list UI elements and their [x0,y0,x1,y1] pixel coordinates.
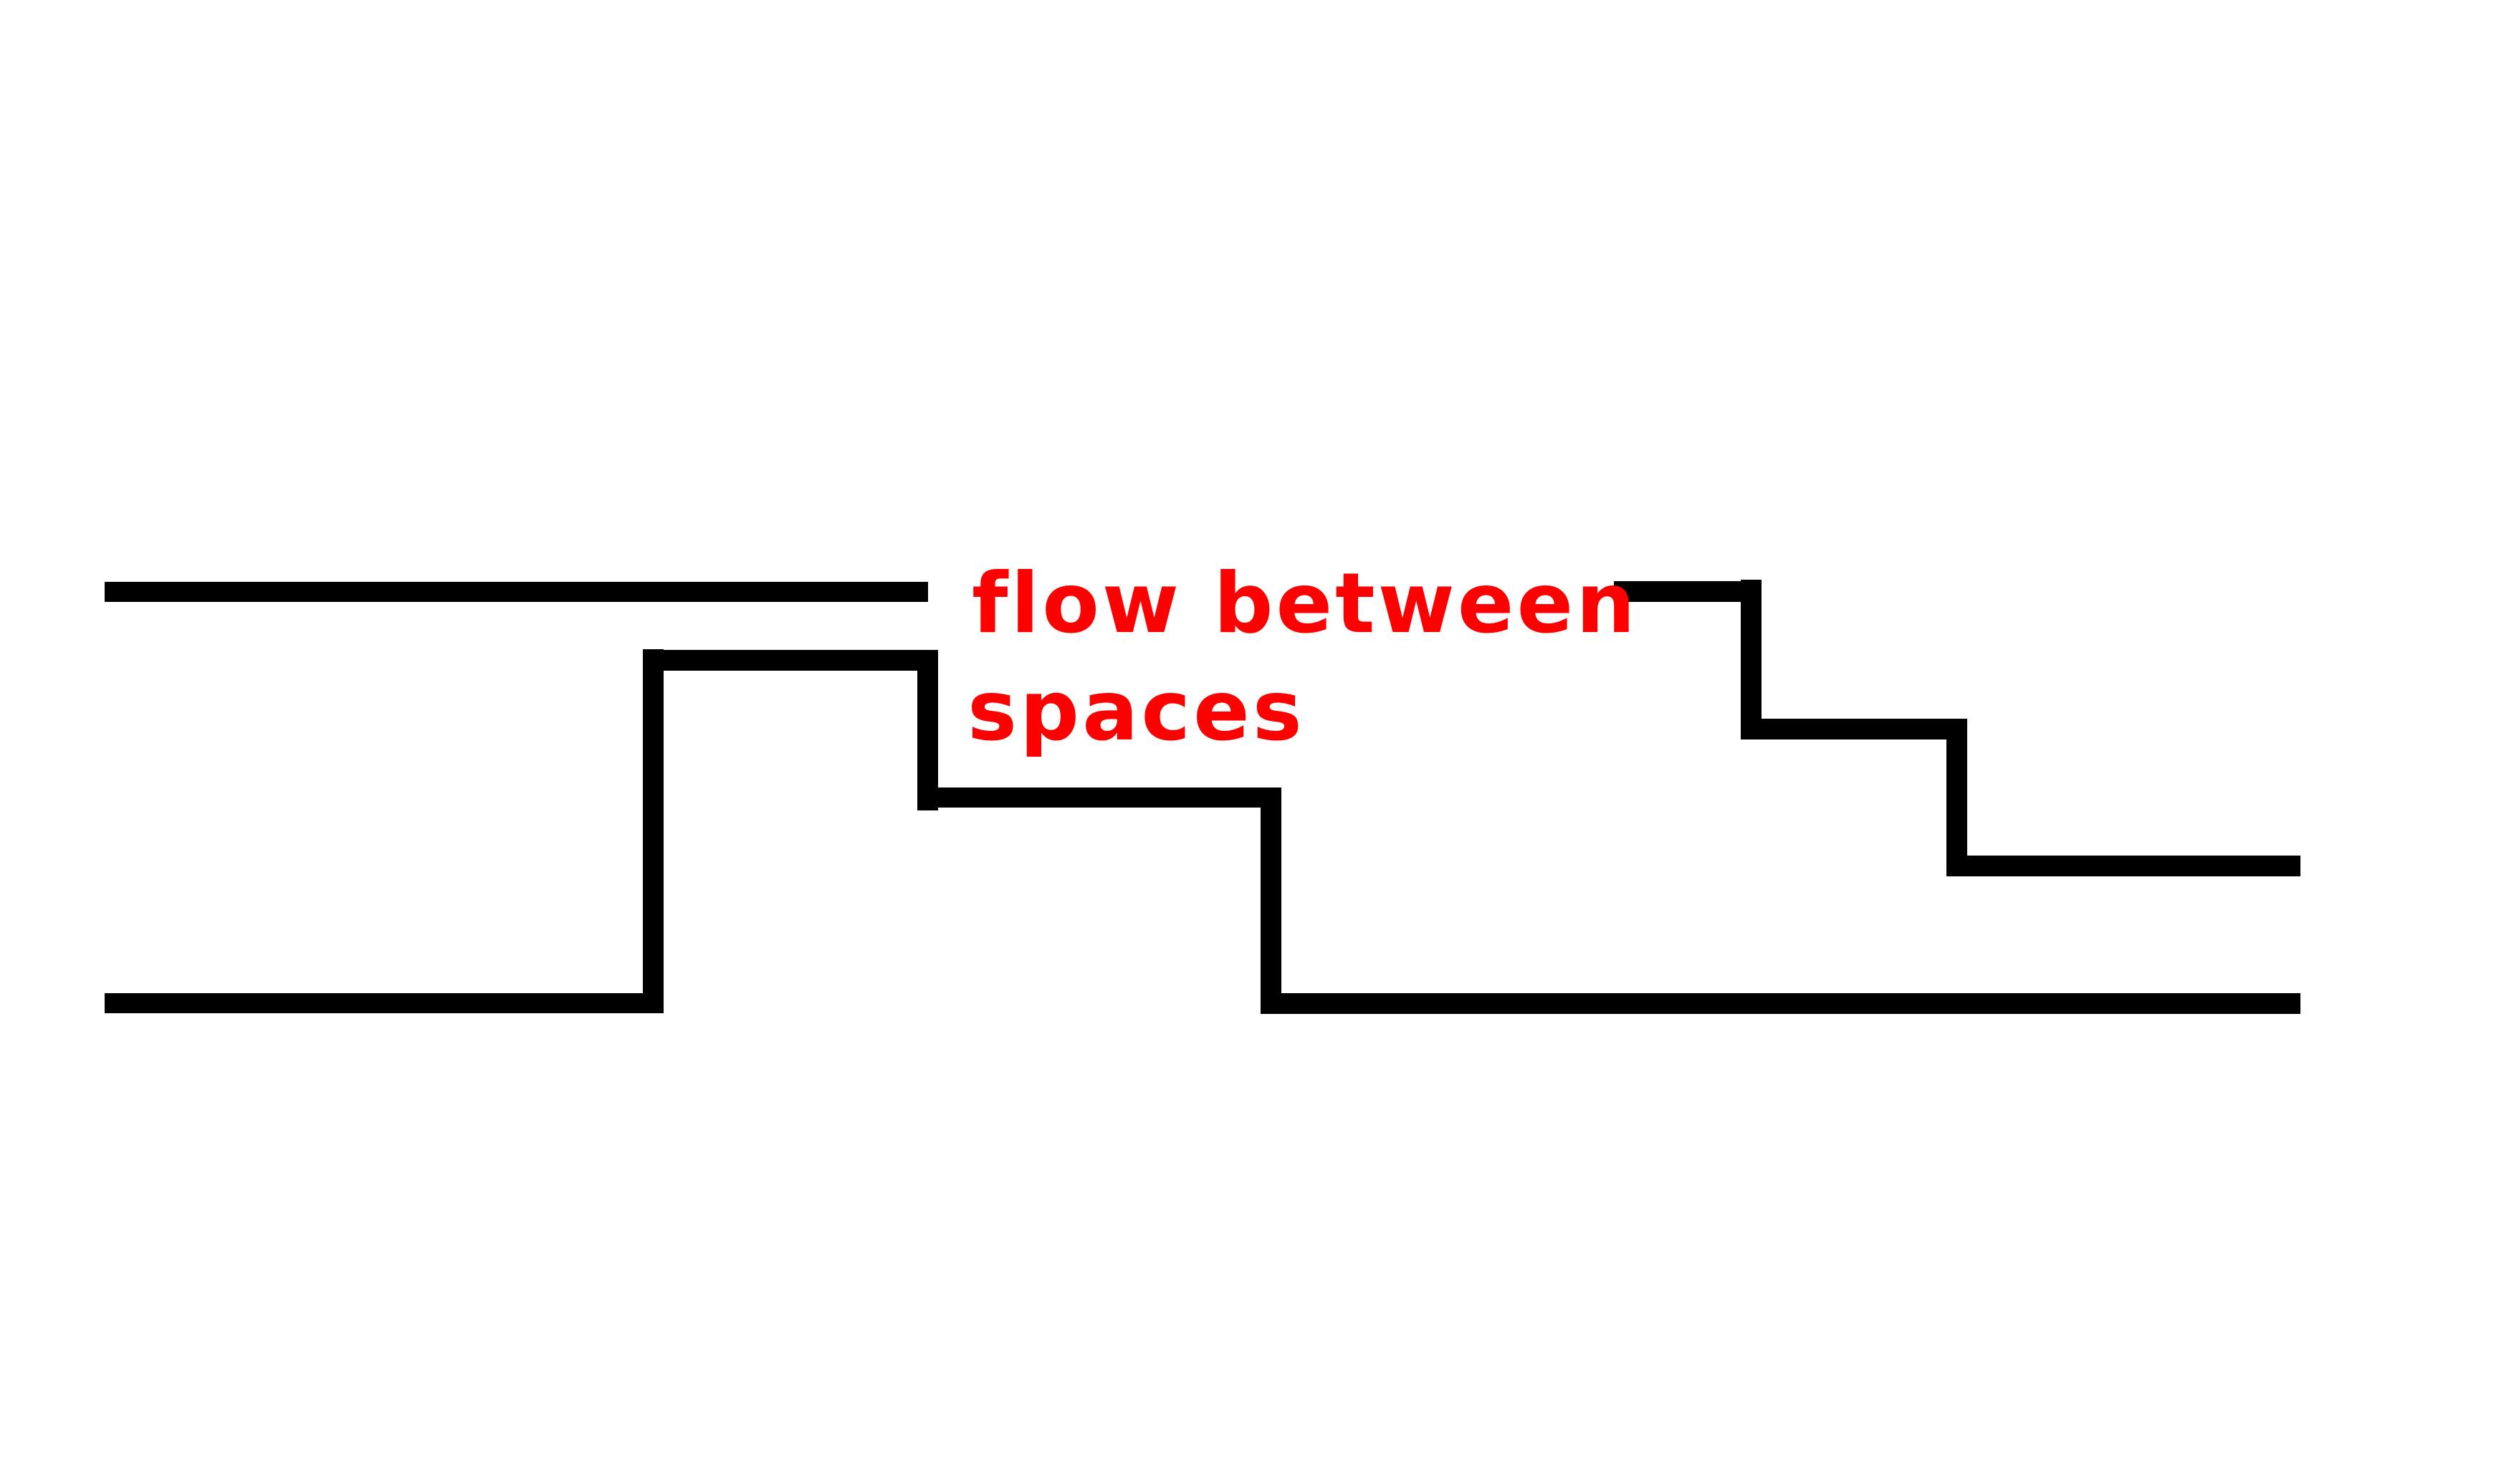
line-segment [1614,581,1762,602]
line-segment [1261,788,1281,1013]
label-line-1: flow between [972,555,1638,652]
line-segment [1741,580,1762,739]
line-segment [1946,856,2300,876]
line-segment [1261,993,2300,1014]
line-segment [105,993,663,1013]
line-segment [643,650,938,671]
line-segment [1741,719,1967,739]
line-segment [105,582,928,602]
line-segment [917,650,938,810]
label-line-2: spaces [967,663,1305,760]
line-segment [917,788,1280,808]
line-segment [1946,719,1967,876]
line-segment [643,649,664,1013]
